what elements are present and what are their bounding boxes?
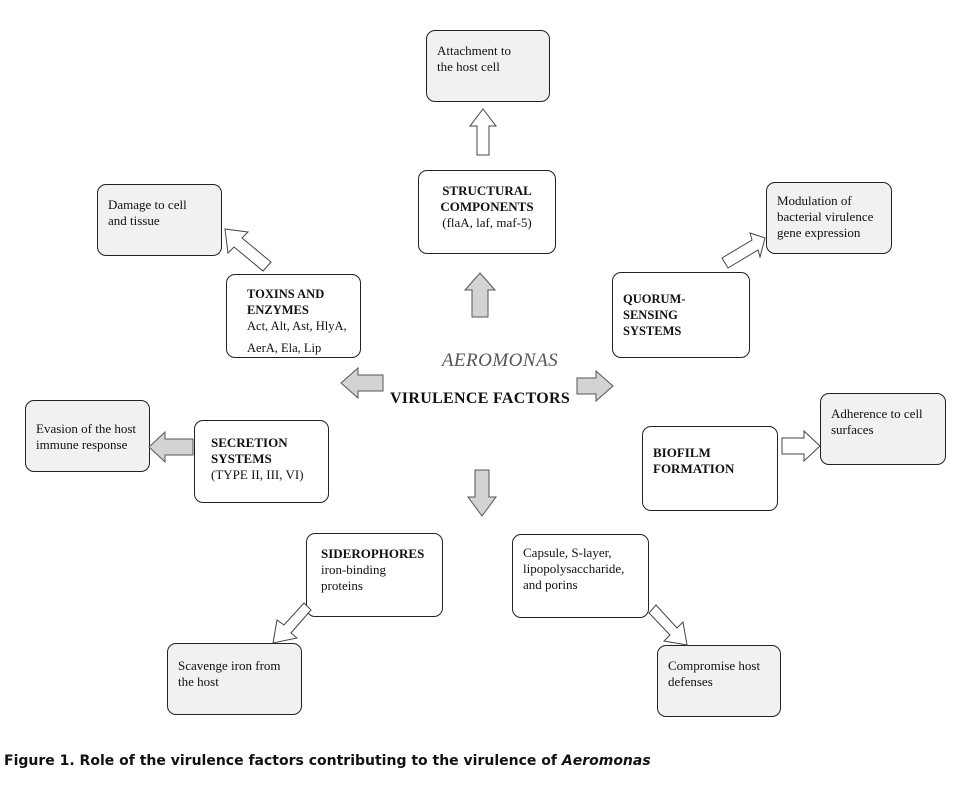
scavenge-line1: Scavenge iron from [178, 658, 281, 673]
siderophores-detail-line1: iron-binding [321, 562, 386, 577]
modulation-line1: Modulation of [777, 193, 852, 208]
toxins-detail-line1: Act, Alt, Ast, HlyA, [247, 319, 347, 333]
siderophores-title: SIDEROPHORES [321, 546, 425, 561]
modulation-line3: gene expression [777, 225, 861, 240]
toxins-detail-line2: AerA, Ela, Lip [247, 341, 322, 355]
evasion-box: Evasion of the host immune response [25, 400, 150, 472]
arrow-up-to-attachment [468, 108, 498, 156]
modulation-line2: bacterial virulence [777, 209, 874, 224]
biofilm-title-line1: BIOFILM [653, 445, 711, 460]
scavenge-box: Scavenge iron from the host [167, 643, 302, 715]
attachment-line2: the host cell [437, 59, 500, 74]
scavenge-line2: the host [178, 674, 219, 689]
toxins-title-line1: TOXINS AND [247, 287, 325, 301]
structural-title-line1: STRUCTURAL [442, 183, 532, 198]
toxins-enzymes-box: TOXINS AND ENZYMES Act, Alt, Ast, HlyA, … [226, 274, 361, 358]
evasion-line1: Evasion of the host [36, 421, 137, 436]
capsule-line2: lipopolysaccharide, [523, 561, 625, 576]
biofilm-title-line2: FORMATION [653, 461, 735, 476]
arrow-up-to-structural [463, 272, 497, 318]
arrow-down-from-center [467, 469, 497, 517]
toxins-title-line2: ENZYMES [247, 303, 309, 317]
biofilm-formation-box: BIOFILM FORMATION [642, 426, 778, 511]
arrow-to-scavenge [272, 602, 312, 644]
arrow-to-modulation [720, 232, 766, 272]
adherence-line1: Adherence to cell [831, 406, 923, 421]
damage-line2: and tissue [108, 213, 160, 228]
caption-organism: Aeromonas [561, 753, 651, 769]
center-subtitle: VIRULENCE FACTORS [389, 390, 571, 407]
siderophores-box: SIDEROPHORES iron-binding proteins [306, 533, 443, 617]
compromise-box: Compromise host defenses [657, 645, 781, 717]
arrow-to-compromise [648, 604, 688, 646]
arrow-to-adherence [781, 429, 821, 463]
quorum-sensing-box: QUORUM-SENSING SYSTEMS [612, 272, 750, 358]
secretion-systems-box: SECRETION SYSTEMS (TYPE II, III, VI) [194, 420, 329, 503]
secretion-detail: (TYPE II, III, VI) [211, 467, 304, 482]
secretion-title-line2: SYSTEMS [211, 451, 272, 466]
quorum-title-line2: SYSTEMS [623, 324, 682, 338]
attachment-line1: Attachment to [437, 43, 512, 58]
arrow-left-to-evasion [148, 430, 194, 464]
adherence-box: Adherence to cell surfaces [820, 393, 946, 465]
compromise-line2: defenses [668, 674, 713, 689]
compromise-line1: Compromise host [668, 658, 761, 673]
caption-prefix: Figure 1. Role of the virulence factors … [4, 753, 562, 769]
quorum-title-line1: QUORUM-SENSING [623, 292, 686, 322]
arrow-to-damage [224, 228, 272, 272]
damage-box: Damage to cell and tissue [97, 184, 222, 256]
structural-detail: (flaA, laf, maf-5) [442, 215, 532, 230]
center-title: AEROMONAS [441, 350, 559, 371]
capsule-line3: and porins [523, 577, 578, 592]
attachment-box: Attachment to the host cell [426, 30, 550, 102]
adherence-line2: surfaces [831, 422, 874, 437]
damage-line1: Damage to cell [108, 197, 187, 212]
capsule-line1: Capsule, S-layer, [523, 545, 612, 560]
secretion-title-line1: SECRETION [211, 435, 288, 450]
arrow-left-to-toxins [340, 366, 384, 400]
modulation-box: Modulation of bacterial virulence gene e… [766, 182, 892, 254]
arrow-right-to-quorum [576, 369, 614, 403]
capsule-box: Capsule, S-layer, lipopolysaccharide, an… [512, 534, 649, 618]
figure-caption: Figure 1. Role of the virulence factors … [4, 753, 651, 769]
evasion-line2: immune response [36, 437, 128, 452]
structural-title-line2: COMPONENTS [440, 199, 534, 214]
siderophores-detail-line2: proteins [321, 578, 363, 593]
structural-components-box: STRUCTURAL COMPONENTS (flaA, laf, maf-5) [418, 170, 556, 254]
